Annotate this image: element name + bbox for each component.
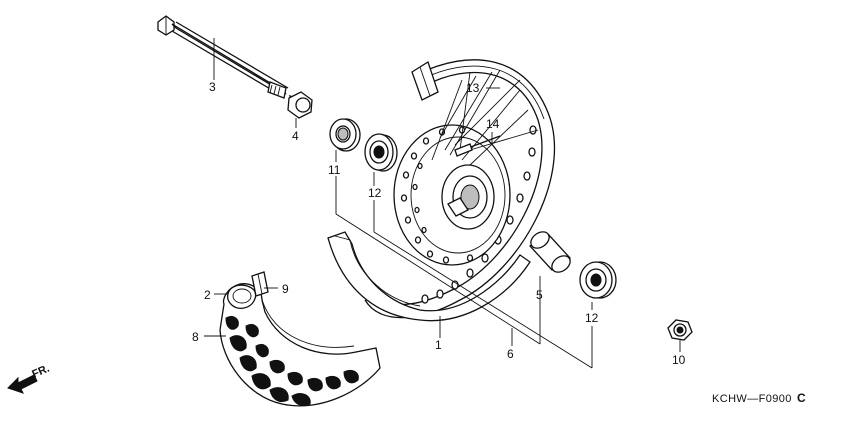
callout-11: 11 (328, 163, 341, 177)
drawing-code: KCHW—F0900 (712, 393, 792, 405)
callout-3: 3 (209, 80, 216, 94)
callout-13: 13 (466, 81, 480, 95)
axle-bolt[interactable] (157, 15, 289, 99)
callout-6: 6 (507, 347, 514, 361)
callout-2: 2 (204, 288, 211, 302)
callout-14: 14 (486, 117, 500, 131)
leader-lines (204, 38, 681, 369)
inner-tube[interactable] (227, 284, 257, 309)
tire-tread (225, 315, 359, 407)
callout-12-lower: 12 (585, 311, 599, 325)
callout-12-upper: 12 (368, 186, 382, 200)
rim-lower-section[interactable] (327, 231, 531, 322)
callout-5: 5 (536, 288, 543, 302)
spacer-collar-small[interactable] (287, 91, 313, 119)
callout-1: 1 (435, 338, 442, 352)
bearing-right[interactable] (579, 261, 617, 299)
arrow-left-icon (7, 374, 38, 394)
rim-band[interactable] (251, 271, 269, 297)
axle-nut[interactable] (667, 319, 693, 341)
front-direction-indicator: FR. (7, 363, 51, 394)
drawing-revision: C (797, 391, 806, 405)
distance-collar[interactable] (528, 229, 573, 276)
bearing-left[interactable] (364, 133, 398, 172)
callout-9: 9 (282, 282, 289, 296)
direction-label: FR. (30, 363, 51, 381)
callout-10: 10 (672, 353, 686, 367)
rim-and-hub[interactable] (364, 59, 555, 319)
callout-8: 8 (192, 330, 199, 344)
dust-seal[interactable] (329, 118, 361, 152)
hub-holes (400, 126, 474, 264)
callout-4: 4 (292, 129, 299, 143)
tire[interactable] (219, 283, 381, 407)
